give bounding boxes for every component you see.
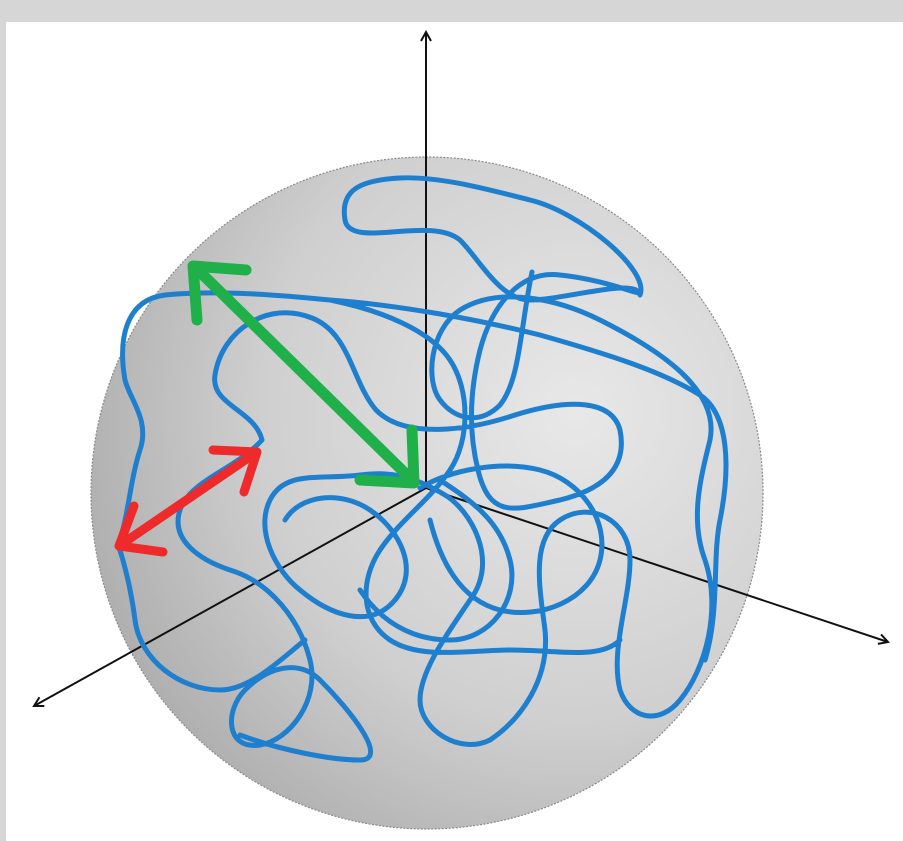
red-double-arrow <box>114 445 262 557</box>
red-arrowhead-right <box>208 445 262 497</box>
red-arrowhead-left <box>114 501 168 557</box>
random-coil-chain <box>115 175 729 763</box>
x-axis-left-down <box>34 487 427 706</box>
green-arrowhead-bottom <box>354 424 420 489</box>
y-axis-right-down <box>425 487 888 642</box>
coordinate-axes <box>34 32 888 706</box>
green-arrowhead-top <box>187 260 252 326</box>
green-double-arrow <box>187 260 420 489</box>
